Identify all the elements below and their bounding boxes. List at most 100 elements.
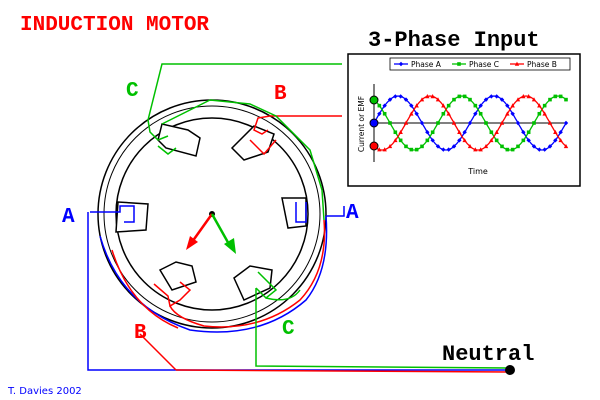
credit-text: T. Davies 2002 (7, 386, 82, 397)
stator-poles (115, 123, 307, 301)
series-point-phase-a (393, 94, 398, 99)
series-point-phase-c (558, 94, 563, 99)
series-point-phase-c (425, 138, 430, 143)
legend-label-phase-a: Phase A (411, 60, 442, 69)
series-point-phase-c (409, 147, 414, 152)
series-point-phase-b (462, 137, 467, 143)
series-point-phase-b (526, 94, 531, 99)
chart-ylabel: Current or EMF (357, 96, 366, 152)
coil-label-c-top: C (126, 80, 139, 103)
series-point-phase-a (478, 103, 483, 108)
series-point-phase-c (564, 97, 568, 102)
series-point-phase-b (521, 94, 526, 99)
series-point-phase-a (553, 138, 558, 143)
series-point-phase-b (494, 129, 499, 135)
series-point-phase-c (494, 138, 499, 143)
series-point-phase-b (441, 103, 446, 108)
series-point-phase-c (446, 103, 451, 108)
series-point-phase-a (537, 147, 542, 152)
series-point-phase-b (547, 120, 553, 125)
series-point-phase-c (542, 103, 547, 108)
series-point-phase-c (484, 121, 488, 125)
winding-phase-c (147, 63, 511, 369)
legend-label-phase-c: Phase C (469, 60, 499, 69)
series-point-phase-a (419, 120, 425, 126)
chart-start-dot-b (369, 141, 379, 151)
series-point-phase-c (521, 138, 526, 143)
series-point-phase-a (499, 97, 505, 102)
series-point-phase-a (398, 94, 403, 99)
series-point-phase-b (377, 147, 382, 152)
series-point-phase-c (382, 111, 387, 116)
series-point-phase-a (377, 111, 382, 116)
series-point-phase-b (387, 143, 393, 149)
coil-label-b-bottom: B (134, 322, 147, 345)
series-point-phase-b (537, 103, 542, 108)
series-point-phase-a (489, 94, 494, 99)
series-point-phase-b (409, 111, 414, 116)
series-point-phase-b (489, 137, 494, 143)
series-point-phase-a (563, 120, 569, 126)
chart-start-dot-c (369, 95, 379, 105)
neutral-node (505, 365, 515, 375)
series-point-phase-a (414, 111, 419, 116)
series-point-phase-a (467, 120, 473, 126)
series-point-phase-c (377, 103, 382, 108)
series-point-phase-b (510, 103, 515, 108)
coil-label-c-bottom: C (282, 318, 295, 341)
series-point-phase-c (468, 97, 472, 102)
series-point-phase-c (420, 144, 424, 149)
winding-phase-a (87, 202, 510, 371)
chart-xlabel: Time (467, 167, 488, 176)
series-point-phase-b (419, 97, 425, 102)
series-point-phase-c (510, 147, 515, 152)
series-point-phase-a (483, 97, 489, 102)
series-point-phase-c (414, 147, 419, 152)
series-point-phase-a (531, 144, 537, 149)
series-point-phase-c (473, 103, 478, 108)
series-point-phase-a (547, 144, 553, 149)
series-point-phase-b (505, 111, 510, 116)
series-point-phase-c (398, 138, 403, 143)
series-point-phase-b (382, 147, 387, 152)
series-point-phase-a (510, 111, 515, 116)
series-point-phase-b (435, 97, 441, 102)
series-point-phase-b (473, 147, 478, 152)
series-point-phase-b (531, 97, 537, 102)
series-point-phase-a (521, 130, 526, 135)
series-point-phase-b (398, 129, 403, 135)
series-point-phase-a (425, 130, 430, 135)
series-point-phase-b (542, 111, 547, 116)
series-point-phase-b (446, 111, 451, 116)
coil-label-a-left: A (62, 206, 75, 229)
series-point-phase-b (563, 143, 569, 149)
series-point-phase-a (526, 138, 531, 143)
series-point-phase-a (457, 138, 462, 143)
chart-legend-box (389, 57, 571, 71)
series-point-phase-a (558, 130, 563, 135)
series-point-phase-b (403, 120, 409, 125)
series-point-phase-a (473, 111, 478, 116)
series-point-phase-c (505, 147, 510, 152)
rotor-field (186, 211, 236, 254)
series-point-phase-b (483, 143, 489, 149)
input-title: 3-Phase Input (368, 28, 540, 53)
coil-label-a-right: A (346, 202, 359, 225)
series-point-phase-a (387, 97, 393, 102)
series-point-phase-a (515, 120, 521, 126)
series-point-phase-b (451, 120, 457, 125)
series-point-phase-c (500, 144, 504, 149)
legend-marker-phase-b (514, 61, 520, 66)
chart-start-dot-a (369, 118, 379, 128)
legend-marker-phase-a (398, 61, 404, 67)
series-point-phase-b (430, 94, 435, 99)
series-point-phase-c (404, 144, 408, 149)
series-point-phase-a (409, 103, 414, 108)
neutral-label: Neutral (442, 342, 534, 367)
series-point-phase-c (441, 111, 446, 116)
series-point-phase-c (457, 94, 462, 99)
series-point-phase-c (452, 97, 456, 102)
series-point-phase-a (382, 103, 387, 108)
